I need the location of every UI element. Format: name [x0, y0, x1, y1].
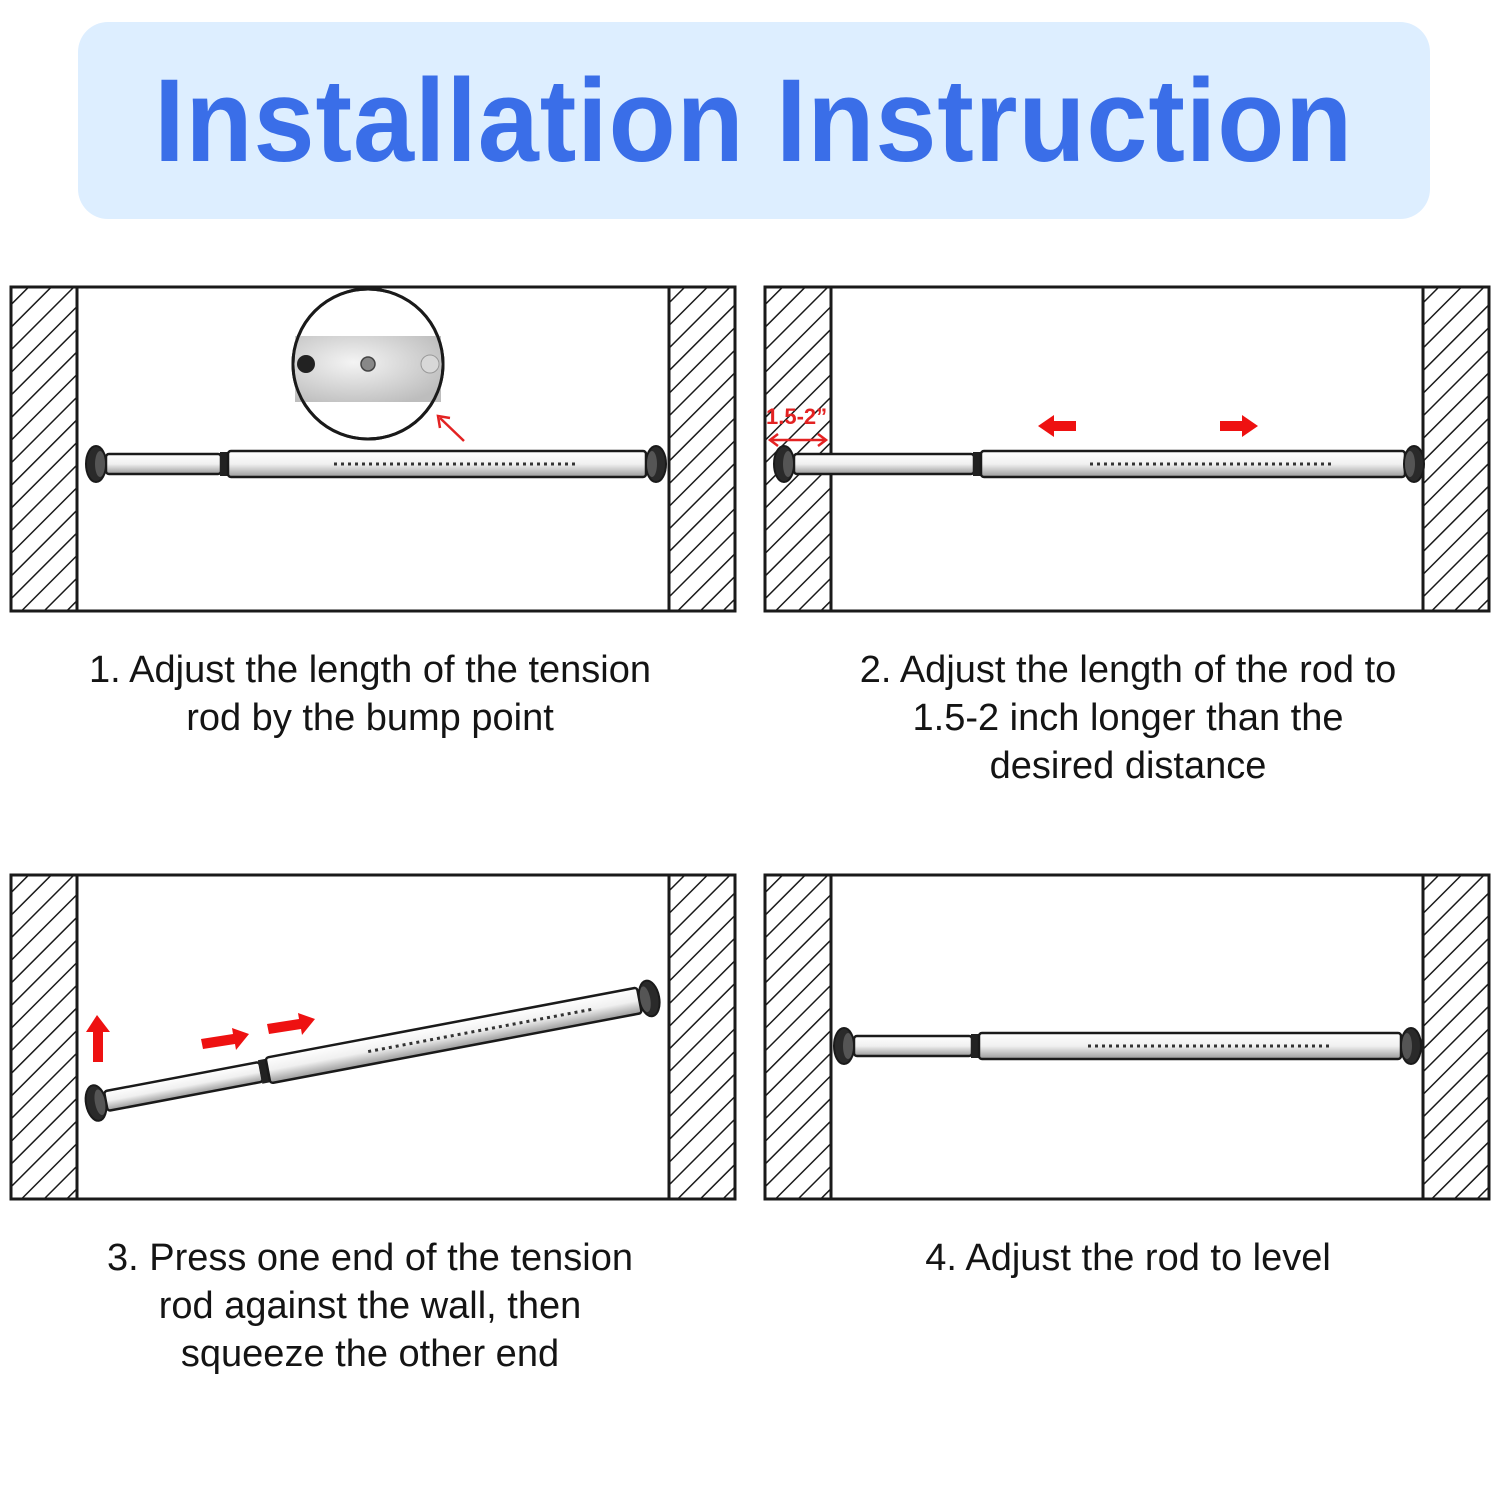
tension-rod	[773, 445, 1425, 483]
step-2-illustration: 1.5-2”	[762, 284, 1492, 614]
left-wall	[9, 873, 79, 1201]
step-2-caption-line: 1.5-2 inch longer than the	[912, 697, 1344, 739]
step-1-caption: 1. Adjust the length of the tension rod …	[0, 646, 740, 742]
left-wall	[9, 285, 79, 613]
up-arrow	[86, 1015, 110, 1062]
right-wall	[1421, 873, 1491, 1201]
step-1-caption-line: 1. Adjust the length of the tension	[89, 649, 651, 691]
right-wall	[667, 285, 737, 613]
step-1-illustration	[8, 284, 738, 614]
step-4-caption: 4. Adjust the rod to level	[758, 1234, 1498, 1282]
tension-rod	[84, 979, 661, 1122]
step-2-caption-line: desired distance	[989, 745, 1267, 787]
left-wall	[763, 285, 833, 613]
left-wall	[763, 873, 833, 1201]
step-3-caption: 3. Press one end of the tension rod agai…	[0, 1234, 740, 1378]
step-2-caption-line: 2. Adjust the length of the rod to	[859, 649, 1397, 691]
extend-arrows	[1038, 415, 1258, 437]
step-4-illustration	[762, 872, 1492, 1202]
title-banner: Installation Instruction	[78, 22, 1430, 219]
tension-rod	[85, 445, 667, 483]
step-4-caption-line: 4. Adjust the rod to level	[925, 1237, 1331, 1279]
pointer-arrow	[436, 414, 465, 442]
right-wall	[1421, 285, 1491, 613]
step-3-caption-line: rod against the wall, then	[158, 1285, 582, 1327]
tension-rod	[833, 1027, 1422, 1065]
step-2-caption: 2. Adjust the length of the rod to 1.5-2…	[758, 646, 1498, 790]
step-3-illustration	[8, 872, 738, 1202]
step-3-caption-line: squeeze the other end	[180, 1333, 560, 1375]
left-arrow	[1038, 415, 1076, 437]
bump-point-zoom	[291, 287, 445, 441]
measurement-label: 1.5-2”	[766, 404, 827, 429]
push-arrows	[86, 1013, 315, 1062]
right-arrow	[267, 1013, 315, 1035]
right-wall	[667, 873, 737, 1201]
page-title: Installation Instruction	[154, 54, 1354, 187]
right-arrow	[201, 1028, 249, 1050]
step-1-caption-line: rod by the bump point	[186, 697, 554, 739]
measurement-indicator: 1.5-2”	[766, 404, 829, 447]
step-3-caption-line: 3. Press one end of the tension	[106, 1237, 634, 1279]
right-arrow	[1220, 415, 1258, 437]
